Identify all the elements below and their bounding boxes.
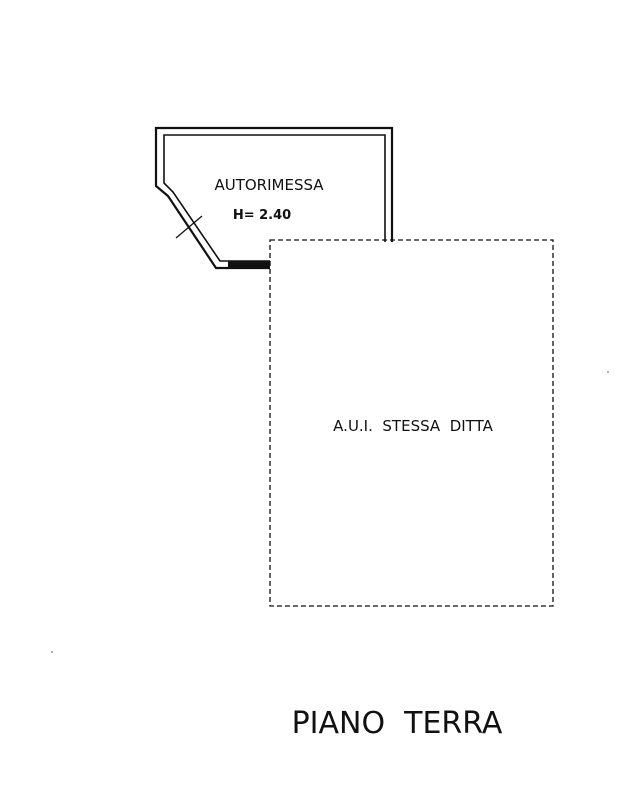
adjacent-unit-outline xyxy=(269,239,554,607)
garage-walls xyxy=(154,126,394,270)
garage-inner-wall xyxy=(163,134,386,262)
scan-speck xyxy=(607,371,609,373)
floor-title: PIANO TERRA xyxy=(292,706,503,741)
garage-height-label: H= 2.40 xyxy=(233,208,291,223)
adjacent-unit-label: A.U.I. STESSA DITTA xyxy=(333,417,493,435)
garage-bottom-wall-fill xyxy=(228,261,270,268)
garage-label: AUTORIMESSA xyxy=(214,176,324,194)
scan-speck xyxy=(51,651,53,653)
garage-door-mark xyxy=(175,215,203,239)
garage-outer-wall xyxy=(154,126,394,270)
